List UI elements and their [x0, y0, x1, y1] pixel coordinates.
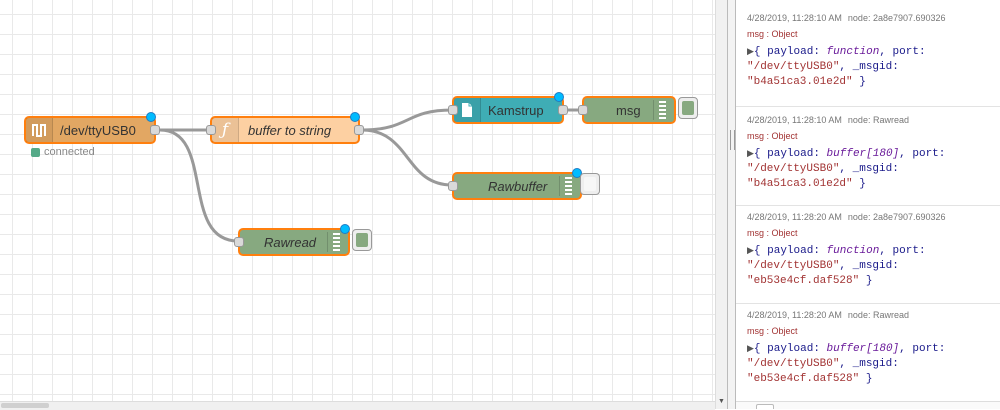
workspace-horizontal-scrollbar[interactable]: [0, 401, 715, 410]
message-payload[interactable]: ▶{ payload: buffer[180], port: "/dev/tty…: [747, 343, 946, 385]
wire-function-kamstrup[interactable]: [361, 108, 453, 132]
serial-node-label: /dev/ttyUSB0: [60, 122, 136, 138]
changed-indicator: [350, 112, 360, 122]
serial-status: connected: [31, 146, 95, 158]
debug-icon: [327, 232, 344, 252]
message-topic: msg : Object: [747, 326, 798, 336]
rawbuffer-debug-toggle[interactable]: [580, 173, 600, 195]
rawread-debug-toggle[interactable]: [352, 229, 372, 251]
rawread-input-port[interactable]: [234, 237, 244, 247]
message-time: 4/28/2019, 11:28:20 AM: [747, 212, 842, 222]
serial-icon: [26, 118, 53, 142]
changed-indicator: [554, 92, 564, 102]
changed-indicator: [146, 112, 156, 122]
message-node[interactable]: node: Rawread: [847, 115, 909, 125]
msg-debug-toggle[interactable]: [678, 97, 698, 119]
status-dot-icon: [31, 147, 40, 157]
expand-caret-icon[interactable]: ▶: [747, 47, 754, 57]
sidebar-footer-button[interactable]: [756, 404, 774, 409]
message-payload[interactable]: ▶{ payload: function, port: "/dev/ttyUSB…: [747, 245, 926, 287]
expand-caret-icon[interactable]: ▶: [747, 149, 754, 159]
sidebar-resize-handle[interactable]: [727, 0, 736, 409]
message-node[interactable]: node: 2a8e7907.690326: [847, 212, 946, 222]
file-icon: [454, 98, 481, 122]
rawbuffer-debug-node[interactable]: Rawbuffer: [448, 168, 582, 200]
message-topic: msg : Object: [747, 131, 798, 141]
function-input-port[interactable]: [206, 125, 216, 135]
message-node[interactable]: node: 2a8e7907.690326: [847, 13, 946, 23]
function-icon: ƒ: [212, 118, 239, 142]
serial-in-node[interactable]: /dev/ttyUSB0: [24, 112, 160, 144]
message-payload[interactable]: ▶{ payload: buffer[180], port: "/dev/tty…: [747, 148, 946, 190]
function-node-label: buffer to string: [248, 122, 332, 138]
message-time: 4/28/2019, 11:28:10 AM: [747, 115, 842, 125]
changed-indicator: [340, 224, 350, 234]
kamstrup-node[interactable]: Kamstrup: [448, 92, 568, 124]
debug-message[interactable]: 4/28/2019, 11:28:20 AM node: Rawread msg …: [736, 304, 1000, 401]
debug-sidebar: 4/28/2019, 11:28:10 AM node: 2a8e7907.690…: [736, 0, 1000, 409]
serial-output-port[interactable]: [150, 125, 160, 135]
rawread-debug-node[interactable]: Rawread: [234, 224, 350, 256]
msg-node-label: msg: [616, 102, 641, 118]
debug-message[interactable]: 4/28/2019, 11:28:10 AM node: 2a8e7907.690…: [736, 7, 1000, 107]
expand-caret-icon[interactable]: ▶: [747, 246, 754, 256]
message-time: 4/28/2019, 11:28:10 AM: [747, 13, 842, 23]
function-output-port[interactable]: [354, 125, 364, 135]
message-payload[interactable]: ▶{ payload: function, port: "/dev/ttyUSB…: [747, 46, 926, 88]
message-topic: msg : Object: [747, 228, 798, 238]
kamstrup-input-port[interactable]: [448, 105, 458, 115]
function-node[interactable]: ƒ buffer to string: [206, 112, 364, 144]
rawread-node-label: Rawread: [264, 234, 317, 250]
debug-icon: [559, 176, 576, 196]
message-time: 4/28/2019, 11:28:20 AM: [747, 310, 842, 320]
message-node[interactable]: node: Rawread: [847, 310, 909, 320]
status-text: connected: [44, 146, 95, 158]
debug-icon: [653, 100, 670, 120]
flow-workspace[interactable]: /dev/ttyUSB0 connected ƒ buffer to strin…: [0, 0, 715, 401]
workspace-vertical-scrollbar[interactable]: ▼: [715, 0, 727, 409]
kamstrup-node-label: Kamstrup: [488, 102, 544, 118]
msg-debug-node[interactable]: msg: [578, 96, 676, 124]
rawbuffer-node-label: Rawbuffer: [488, 178, 548, 194]
flow-wires: [159, 108, 582, 243]
kamstrup-output-port[interactable]: [558, 105, 568, 115]
expand-caret-icon[interactable]: ▶: [747, 344, 754, 354]
sidebar-footer: [736, 401, 1000, 409]
scroll-down-arrow-icon[interactable]: ▼: [718, 398, 725, 405]
wire-serial-rawread[interactable]: [159, 128, 239, 243]
rawbuffer-input-port[interactable]: [448, 181, 458, 191]
message-topic: msg : Object: [747, 29, 798, 39]
wire-function-rawbuffer[interactable]: [361, 128, 453, 187]
debug-message[interactable]: 4/28/2019, 11:28:10 AM node: Rawread msg …: [736, 109, 1000, 206]
debug-message[interactable]: 4/28/2019, 11:28:20 AM node: 2a8e7907.690…: [736, 206, 1000, 304]
grip-icon: [730, 130, 735, 150]
msg-input-port[interactable]: [578, 105, 588, 115]
